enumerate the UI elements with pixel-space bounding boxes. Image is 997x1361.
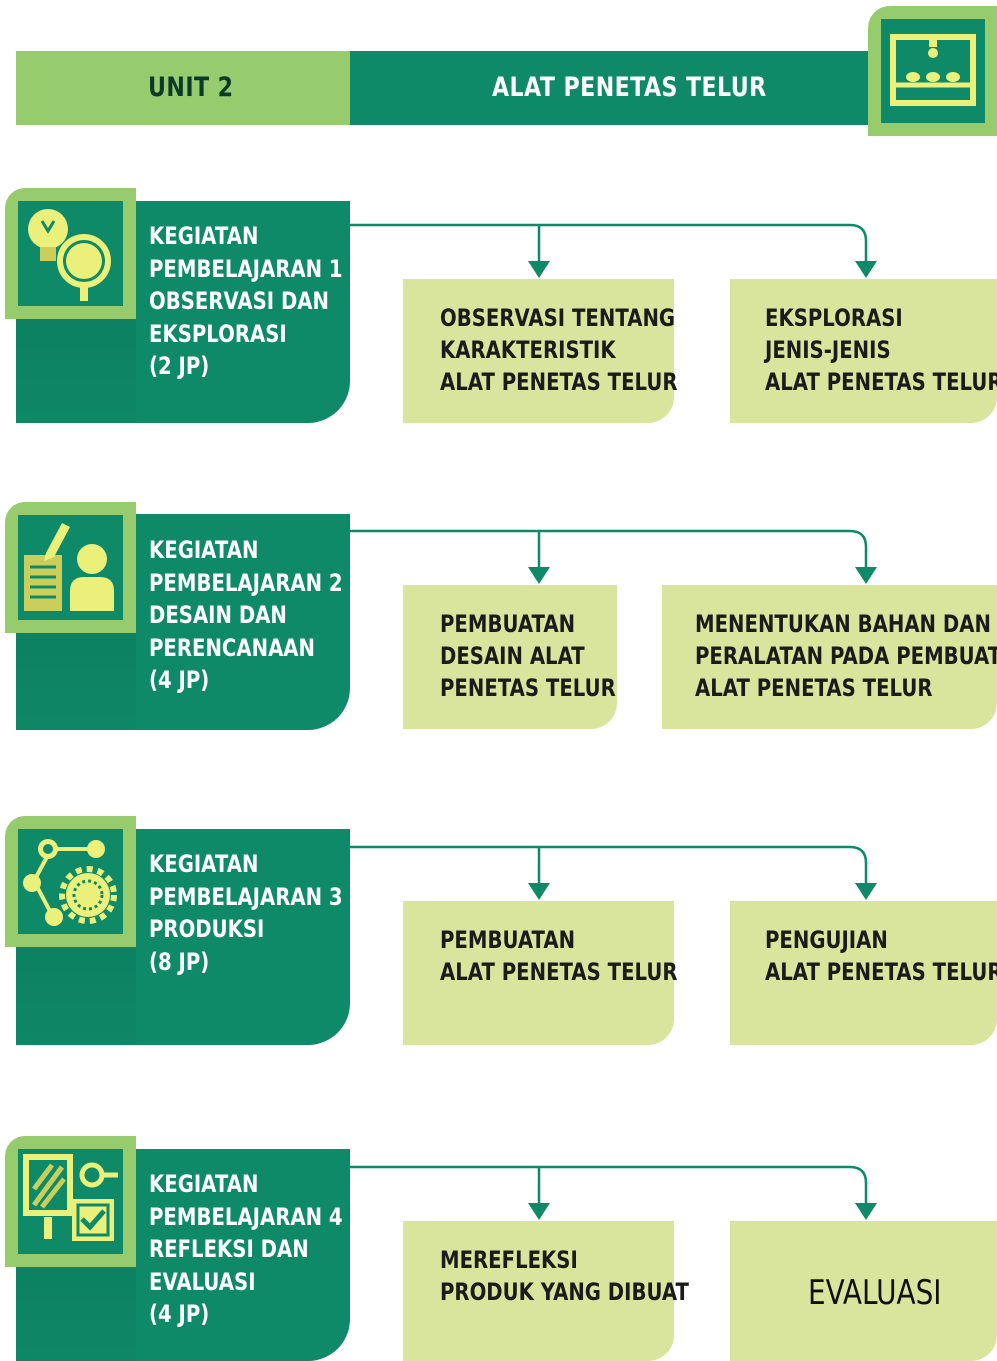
egg-incubator-icon — [881, 19, 985, 123]
activity-4-step-2: EVALUASI — [730, 1221, 997, 1361]
reflection-checklist-icon — [18, 1149, 123, 1254]
unit-title: ALAT PENETAS TELUR — [492, 72, 767, 103]
lightbulb-magnifier-icon — [18, 201, 123, 306]
unit-label: UNIT 2 — [148, 72, 234, 103]
unit-title-bar — [350, 51, 880, 125]
design-document-person-icon — [18, 515, 123, 620]
production-gear-network-icon — [18, 829, 123, 934]
unit-label-bar — [16, 51, 350, 125]
